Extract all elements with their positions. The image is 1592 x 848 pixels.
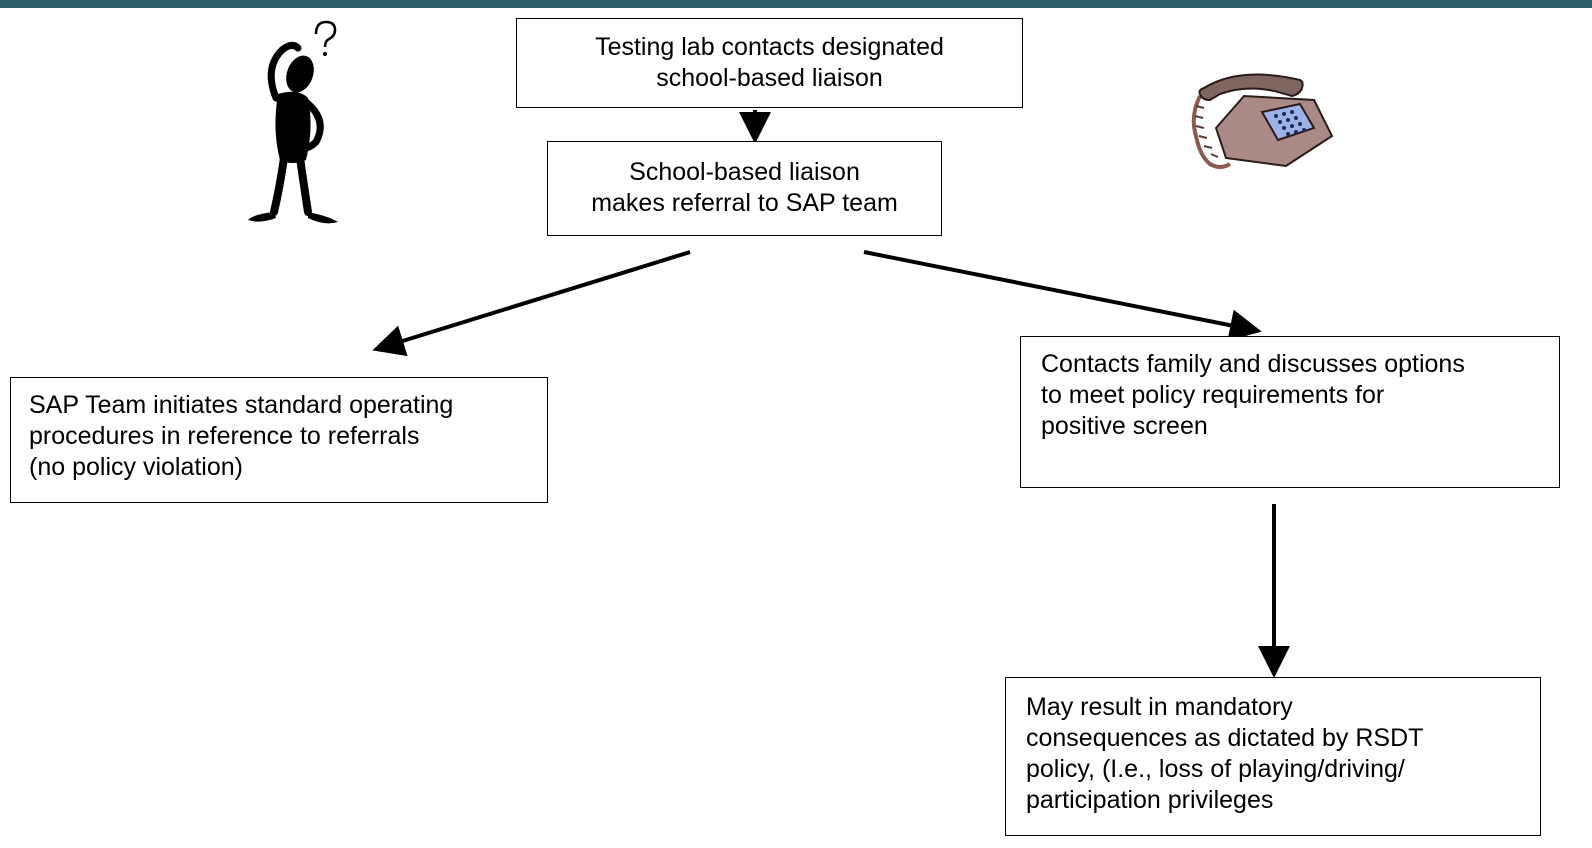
top-accent-bar: [0, 0, 1592, 8]
node-text-line: (no policy violation): [29, 453, 243, 481]
node-text-line: SAP Team initiates standard operating: [29, 391, 454, 419]
step-liaison-referral: School-based liaison makes referral to S…: [547, 141, 942, 236]
node-text-line: policy, (I.e., loss of playing/driving/: [1026, 755, 1405, 783]
node-text-line: procedures in reference to referrals: [29, 422, 420, 450]
telephone-icon: [1191, 73, 1334, 169]
step-contact-family: Contacts family and discusses options to…: [1020, 336, 1560, 488]
node-text-line: makes referral to SAP team: [591, 189, 898, 217]
edge-box2-box4: [863, 250, 1262, 341]
node-text-line: to meet policy requirements for: [1041, 381, 1385, 409]
step-lab-contacts-liaison: Testing lab contacts designated school-b…: [516, 18, 1023, 108]
node-text-line: consequences as dictated by RSDT: [1026, 724, 1424, 752]
thinking-person-icon: [248, 20, 338, 224]
node-text-line: participation privileges: [1026, 786, 1274, 814]
node-text-line: May result in mandatory: [1026, 693, 1293, 721]
node-text-line: School-based liaison: [629, 158, 860, 186]
node-text-line: positive screen: [1041, 412, 1208, 440]
step-sap-team-procedures: SAP Team initiates standard operating pr…: [10, 377, 548, 503]
node-text-line: school-based liaison: [656, 64, 883, 92]
edge-box2-box3: [372, 250, 691, 357]
node-text-line: Contacts family and discusses options: [1041, 350, 1465, 378]
node-text-line: Testing lab contacts designated: [595, 33, 944, 61]
step-mandatory-consequences: May result in mandatory consequences as …: [1005, 677, 1541, 836]
